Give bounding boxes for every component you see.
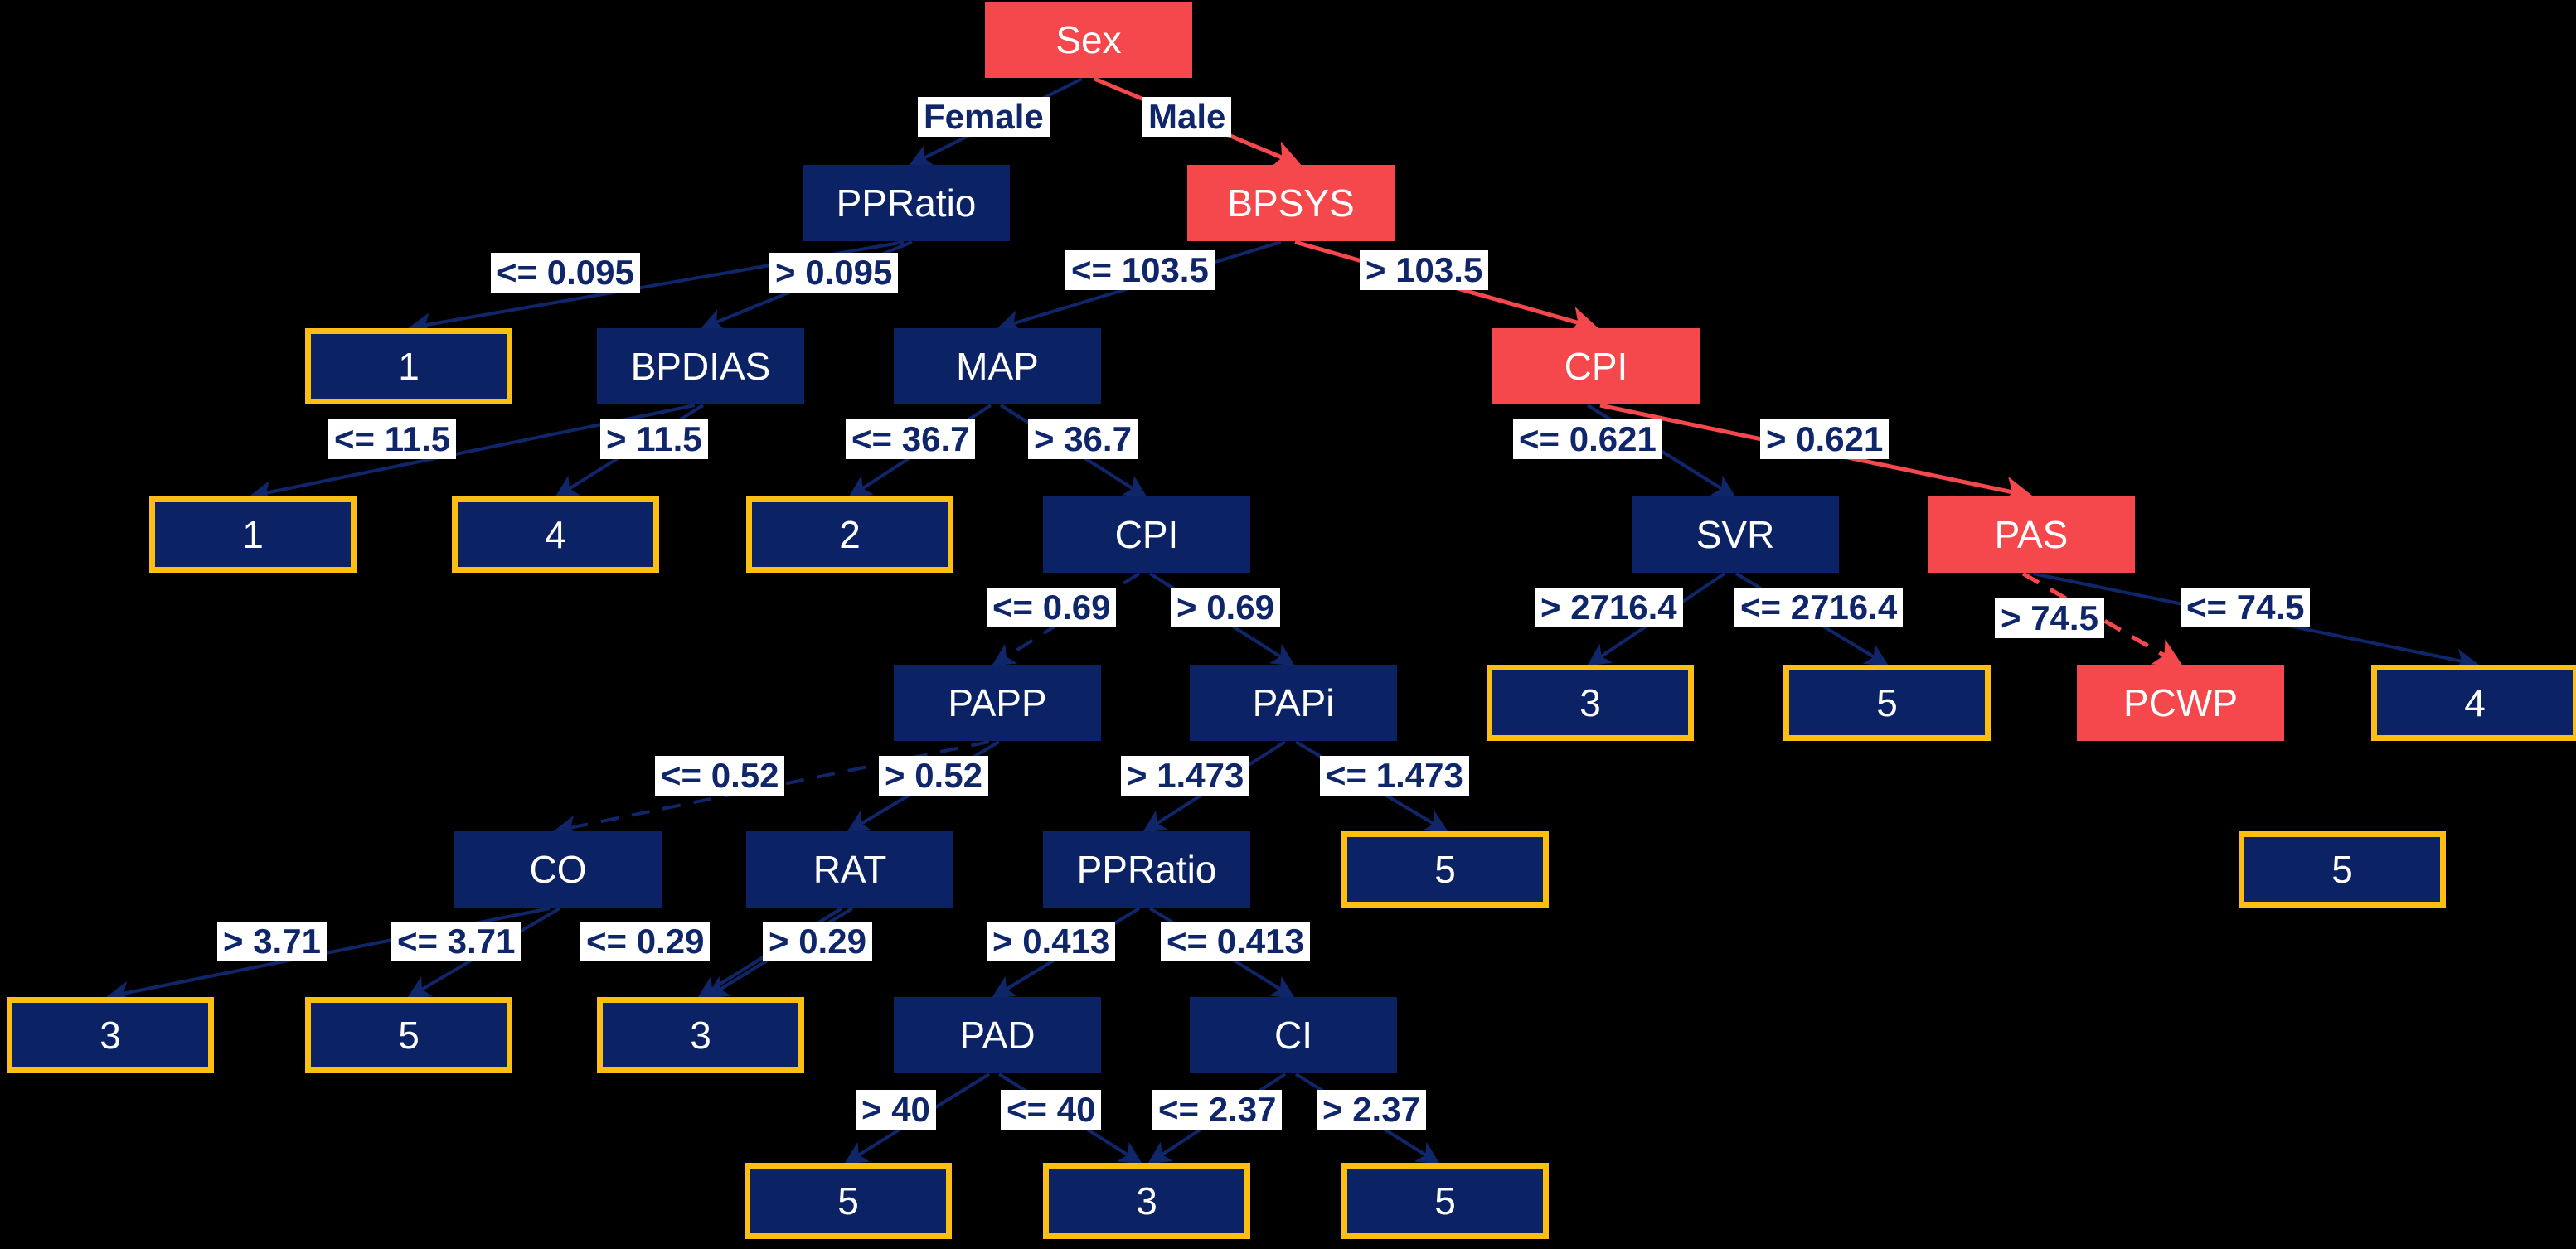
split-node-svr[interactable]: SVR [1632, 496, 1839, 573]
split-node-bpsys[interactable]: BPSYS [1187, 165, 1395, 241]
leaf-node-3[interactable]: 3 [597, 997, 804, 1073]
leaf-node-5[interactable]: 5 [305, 997, 512, 1073]
edge-label-e19: <= 0.52 [655, 756, 785, 796]
leaf-node-5[interactable]: 5 [2239, 831, 2446, 908]
split-node-pad[interactable]: PAD [894, 997, 1101, 1073]
split-node-map[interactable]: MAP [894, 328, 1101, 404]
edge-label-e24: <= 3.71 [391, 922, 522, 961]
edge-label-e26: > 0.29 [763, 922, 872, 961]
leaf-node-1[interactable]: 1 [149, 496, 357, 573]
edge-label-e11: <= 0.621 [1513, 419, 1662, 459]
leaf-node-5[interactable]: 5 [1341, 831, 1549, 908]
edge-label-e22: <= 1.473 [1320, 756, 1469, 796]
edge-label-e12: > 0.621 [1760, 419, 1890, 459]
split-node-co[interactable]: CO [454, 831, 662, 908]
edge-label-e6: > 103.5 [1360, 250, 1489, 290]
edge-label-e8: > 11.5 [600, 419, 708, 459]
edge-label-e32: > 2.37 [1317, 1090, 1426, 1130]
split-node-cpi[interactable]: CPI [1043, 496, 1250, 573]
edge-label-e16: <= 2716.4 [1734, 588, 1904, 627]
leaf-node-3[interactable]: 3 [1487, 665, 1694, 741]
edge-label-e27: > 0.413 [987, 922, 1116, 961]
leaf-node-3[interactable]: 3 [1043, 1163, 1250, 1239]
edge-label-e28: <= 0.413 [1161, 922, 1310, 961]
edge-label-e4: > 0.095 [769, 253, 899, 293]
split-node-ppratio[interactable]: PPRatio [803, 165, 1010, 241]
split-node-papi[interactable]: PAPi [1190, 665, 1397, 741]
split-node-sex[interactable]: Sex [985, 2, 1192, 78]
split-node-rat[interactable]: RAT [746, 831, 953, 908]
leaf-node-5[interactable]: 5 [745, 1163, 952, 1239]
edge-label-e15: > 2716.4 [1535, 588, 1683, 627]
edge-label-e18: <= 74.5 [2181, 588, 2311, 627]
split-node-bpdias[interactable]: BPDIAS [597, 328, 804, 404]
leaf-node-5[interactable]: 5 [1341, 1163, 1549, 1239]
split-node-pas[interactable]: PAS [1928, 496, 2135, 573]
edge-label-e14: > 0.69 [1171, 588, 1280, 627]
edge-label-e25: <= 0.29 [580, 922, 711, 961]
split-node-cpi[interactable]: CPI [1492, 328, 1700, 404]
edge-label-e13: <= 0.69 [987, 588, 1117, 627]
edge-label-e23: > 3.71 [217, 922, 327, 961]
edge-label-e9: <= 36.7 [846, 419, 976, 459]
edge-label-e7: <= 11.5 [328, 419, 457, 459]
edge-label-e2: Male [1142, 97, 1232, 137]
edge-label-e29: > 40 [856, 1090, 936, 1130]
leaf-node-3[interactable]: 3 [7, 997, 214, 1073]
leaf-node-4[interactable]: 4 [452, 496, 659, 573]
edge-label-e30: <= 40 [1001, 1090, 1102, 1130]
edge-label-e10: > 36.7 [1028, 419, 1138, 459]
leaf-node-1[interactable]: 1 [305, 328, 512, 404]
edge-label-e21: > 1.473 [1121, 756, 1250, 796]
leaf-node-5[interactable]: 5 [1783, 665, 1991, 741]
split-node-papp[interactable]: PAPP [894, 665, 1101, 741]
edge-label-e5: <= 103.5 [1065, 250, 1215, 290]
split-node-pcwp[interactable]: PCWP [2077, 665, 2284, 741]
split-node-ci[interactable]: CI [1190, 997, 1397, 1073]
leaf-node-4[interactable]: 4 [2371, 665, 2576, 741]
edge-label-e20: > 0.52 [879, 756, 988, 796]
edge-label-e3: <= 0.095 [491, 253, 640, 293]
edge-label-e1: Female [918, 97, 1050, 137]
edge-label-e17: > 74.5 [1995, 598, 2104, 638]
leaf-node-2[interactable]: 2 [746, 496, 953, 573]
edge-label-e31: <= 2.37 [1152, 1090, 1283, 1130]
split-node-ppratio[interactable]: PPRatio [1043, 831, 1250, 908]
